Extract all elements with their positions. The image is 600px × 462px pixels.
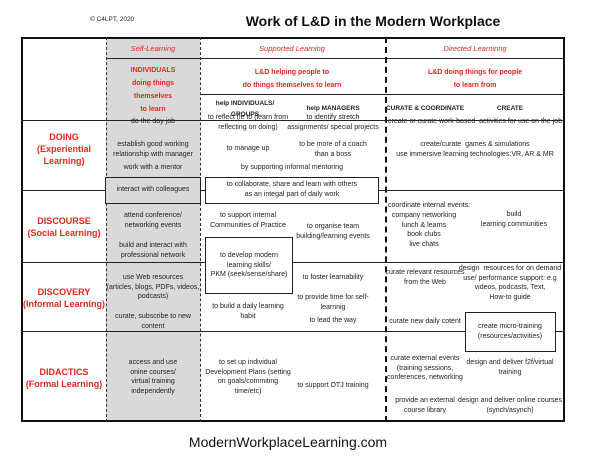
divider [200, 37, 201, 422]
cell: establish good working relationship with… [113, 141, 193, 158]
cell: build learning communities [480, 211, 548, 228]
cell: provide an external course library [395, 397, 455, 414]
directed-desc: L&D doing things for people to learn fro… [427, 69, 523, 89]
collaborate-box: to collaborate, share and learn with oth… [205, 177, 379, 204]
supported-desc: L&D helping people to do things themselv… [242, 69, 342, 89]
cell: to manage up [226, 145, 270, 152]
cell: curate, subscribe to new content [115, 313, 191, 330]
divider [200, 94, 565, 95]
header-directed-learning: Directed Learninng [443, 44, 507, 53]
divider [106, 58, 565, 59]
cell: to set up individual Development Plans (… [205, 359, 291, 395]
divider [21, 262, 565, 263]
divider [21, 120, 565, 121]
sub-managers: help MANAGERS [306, 105, 360, 112]
divider [385, 37, 387, 422]
cell: curate external events (training session… [387, 355, 463, 382]
cell: design resources for on demand use/ perf… [458, 265, 562, 301]
interact-colleagues-box: interact with colleagues [105, 177, 201, 204]
cell: work with a mentor [123, 164, 183, 171]
cell: to lead the way [309, 317, 357, 324]
cell: build and interact with professional net… [119, 242, 187, 259]
header-self-learning: Self-Learning [130, 44, 176, 53]
cell: design and deliver online courses (synch… [458, 397, 562, 414]
cell: design and deliver f2f/virtual training [466, 359, 554, 376]
sub-curate: CURATE & COORDINATE [385, 105, 465, 112]
cell: use Web resources (articles, blogs, PDFs… [106, 274, 200, 301]
footer-website: ModernWorkplaceLearning.com [188, 434, 388, 450]
cell: attend conference/ networking events [124, 212, 182, 229]
cell: to support OTJ training [297, 382, 369, 389]
row-label-discourse: DISCOURSE (Social Learning) [27, 216, 101, 238]
cell: company networking lunch & learns book c… [391, 212, 457, 248]
header-supported-learning: Supported Learning [259, 44, 325, 53]
cell: to identify stretch assignments/ special… [287, 114, 379, 131]
table-frame [21, 37, 565, 422]
row-label-discovery: DISCOVERY (Informal Learning) [22, 287, 106, 309]
sub-individuals: help INDIVIDUALS/ GROUPS [215, 100, 275, 118]
cell: create micro-training (resources/activit… [477, 323, 543, 340]
cell: by supporting informal mentoring [241, 164, 343, 171]
cell: to organise team building/learning event… [296, 223, 370, 240]
cell: create/curate games & simulations use im… [396, 141, 554, 158]
cell: to be more of a coach than a boss [299, 141, 367, 158]
cell: coordinate internal events: [388, 202, 471, 209]
cell: to develop modern learning skills/ PKM (… [210, 252, 288, 279]
page-title: Work of L&D in the Modern Workplace [245, 13, 501, 29]
cell: to reflect (ie to (learn from reflecting… [207, 114, 289, 131]
modern-learning-skills-box: to develop modern learning skills/ PKM (… [205, 237, 293, 294]
copyright: © C4LPT, 2020 [90, 16, 135, 23]
cell: do the day job [131, 118, 175, 125]
divider [21, 331, 565, 332]
self-desc: INDIVIDUALS doing things themselves to l… [130, 67, 176, 113]
cell: to provide time for self- learnnig [297, 294, 369, 311]
cell: to build a daily learning habit [212, 303, 284, 320]
self-learning-column-shading [106, 37, 200, 422]
row-label-didactics: DIDACTICS (Formal Learning) [25, 367, 103, 389]
cell: to collaborate, share and learn with oth… [226, 181, 358, 198]
cell: create or curate work-based activities f… [388, 118, 562, 125]
sub-create: CREATE [496, 105, 524, 112]
cell: to support internal Communities of Pract… [210, 212, 286, 229]
cell: to foster learnability [302, 274, 364, 281]
cell: curate new daily cotent [389, 318, 461, 325]
row-label-doing: DOING (Experiential Learning) [36, 132, 92, 166]
cell: interact with colleagues [116, 186, 190, 193]
cell: access and use onine courses/ virtual tr… [128, 359, 178, 395]
cell: curate relevant resources from the Web [385, 269, 465, 286]
divider [106, 37, 107, 422]
micro-training-box: create micro-training (resources/activit… [465, 312, 556, 352]
